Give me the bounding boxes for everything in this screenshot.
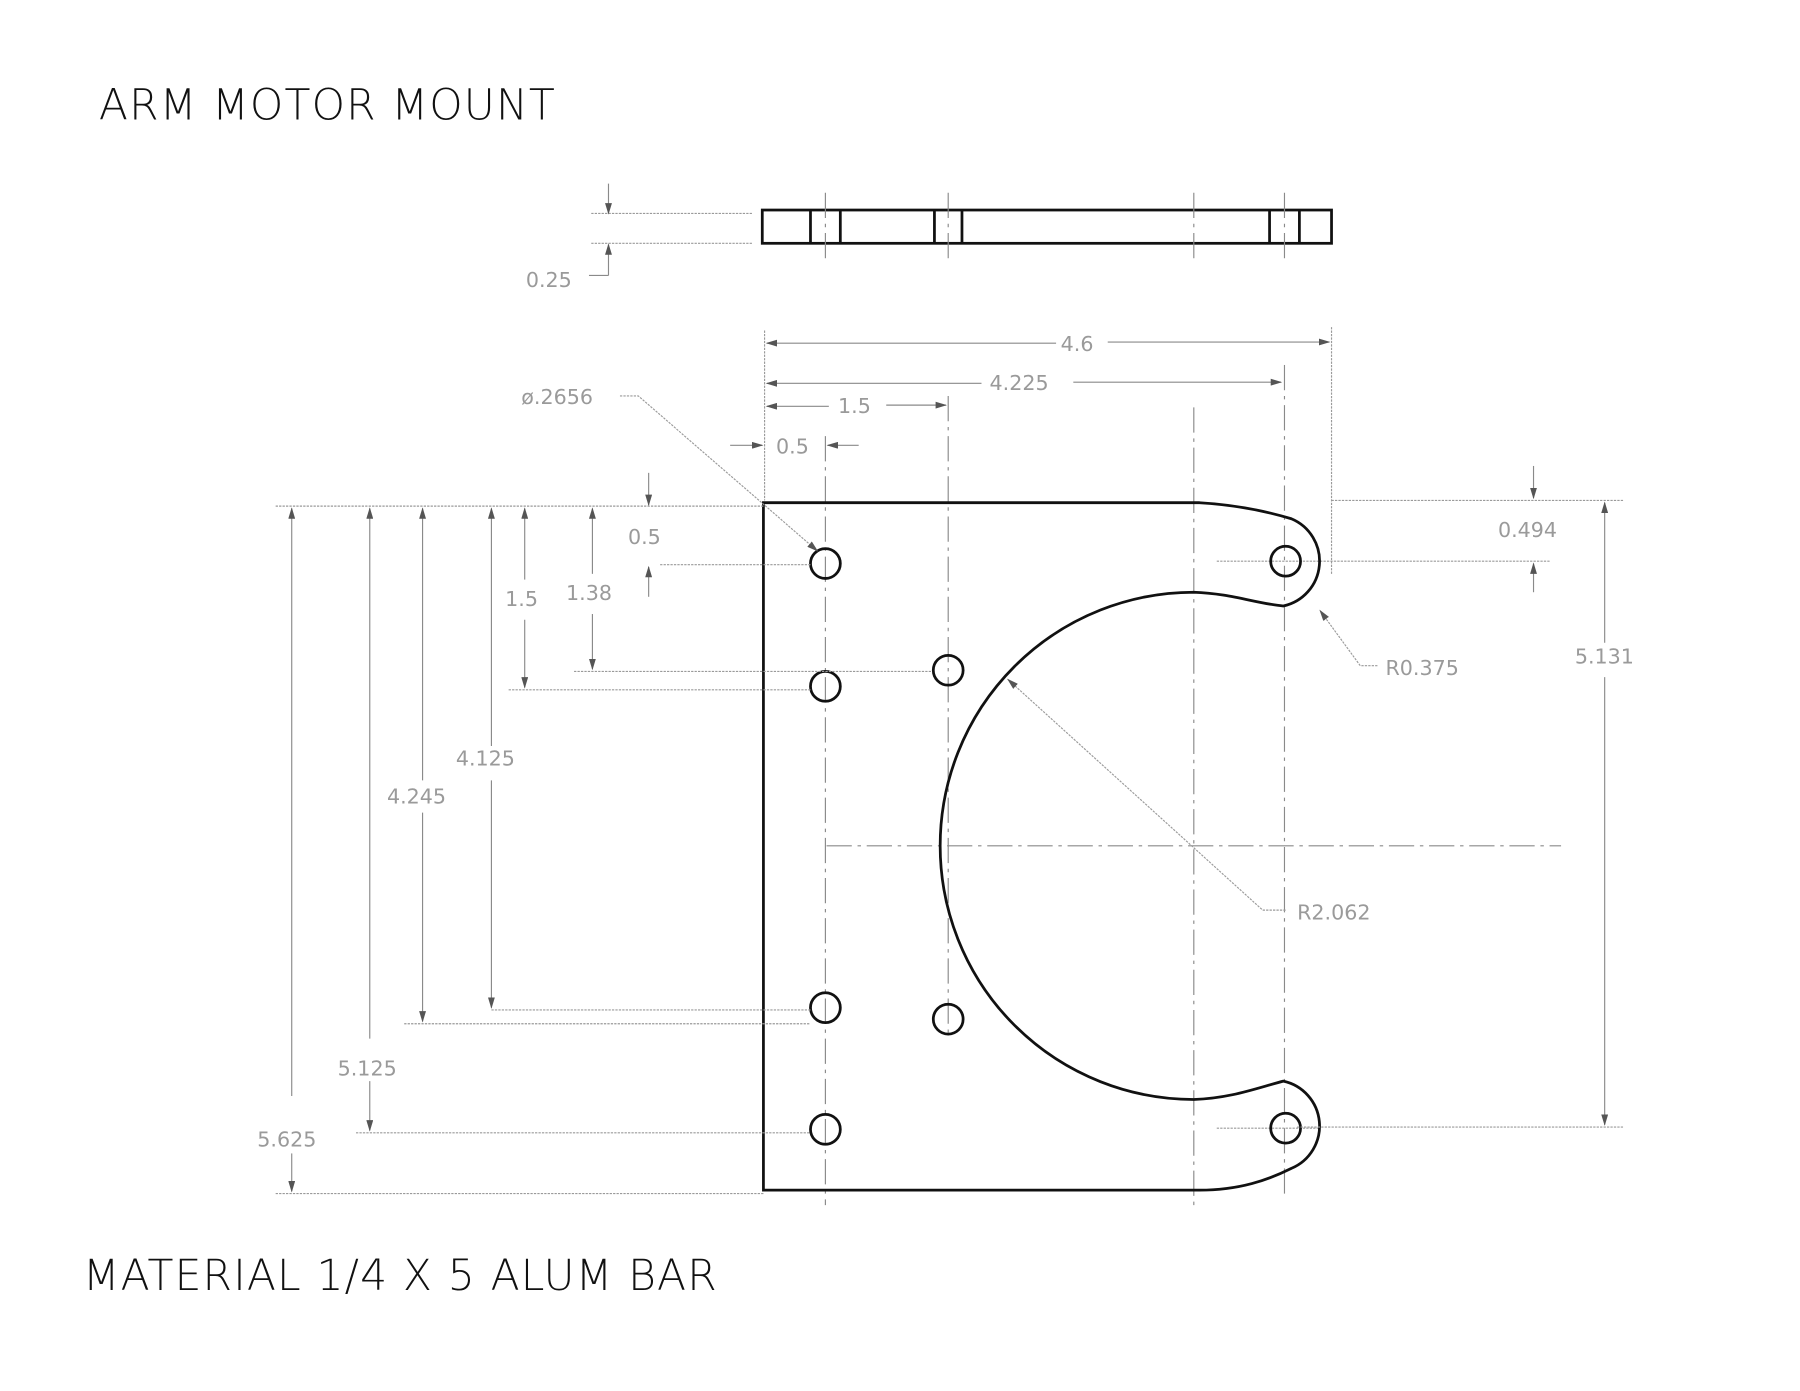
hole-diameter-dimension: ø.2656 [521, 385, 593, 409]
left-hole-3-y-dimension: 4.245 [387, 784, 446, 808]
hole [1269, 1111, 1302, 1145]
overall-width-dimension: 4.6 [1061, 332, 1094, 356]
side-view [588, 183, 1333, 277]
hole [809, 991, 842, 1024]
inner-hole-1-y-dimension: 1.38 [566, 581, 612, 605]
material-note: MATERIAL 1/4 X 5 ALUM BAR [83, 1252, 718, 1301]
vertical-dimensions [275, 472, 933, 1195]
lobe-hole-x-dimension: 4.225 [990, 371, 1049, 395]
plate-outline [762, 501, 1321, 1192]
lobe-hole-spacing-dimension: 5.131 [1575, 644, 1634, 668]
right-dimensions [1007, 465, 1625, 1128]
edge-hole-x-dimension: 0.5 [776, 434, 809, 458]
lobe-hole-offset-dimension: 0.494 [1498, 518, 1557, 542]
lobe-radius-dimension: R0.375 [1385, 656, 1458, 680]
hole [931, 653, 965, 687]
overall-height-dimension: 5.625 [257, 1128, 316, 1152]
hole [1269, 544, 1302, 578]
horizontal-dimensions [730, 338, 1331, 449]
drawing-title: ARM MOTOR MOUNT [99, 81, 556, 130]
left-hole-2-y-dimension: 1.5 [505, 587, 538, 611]
left-hole-4-y-dimension: 5.125 [338, 1056, 397, 1080]
hole [809, 1113, 842, 1146]
centerlines [763, 327, 1562, 1211]
motor-cutout-radius-dimension: R2.062 [1297, 900, 1370, 924]
edge-hole-y-dimension: 0.5 [628, 525, 661, 549]
hole-diameter-leader [619, 395, 819, 552]
mounting-holes [809, 544, 1302, 1146]
hole [809, 547, 842, 580]
inner-hole-x-dimension: 1.5 [838, 394, 871, 418]
inner-hole-2-y-dimension: 4.125 [456, 747, 515, 771]
thickness-dimension: 0.25 [526, 268, 572, 292]
hole [931, 1002, 965, 1036]
